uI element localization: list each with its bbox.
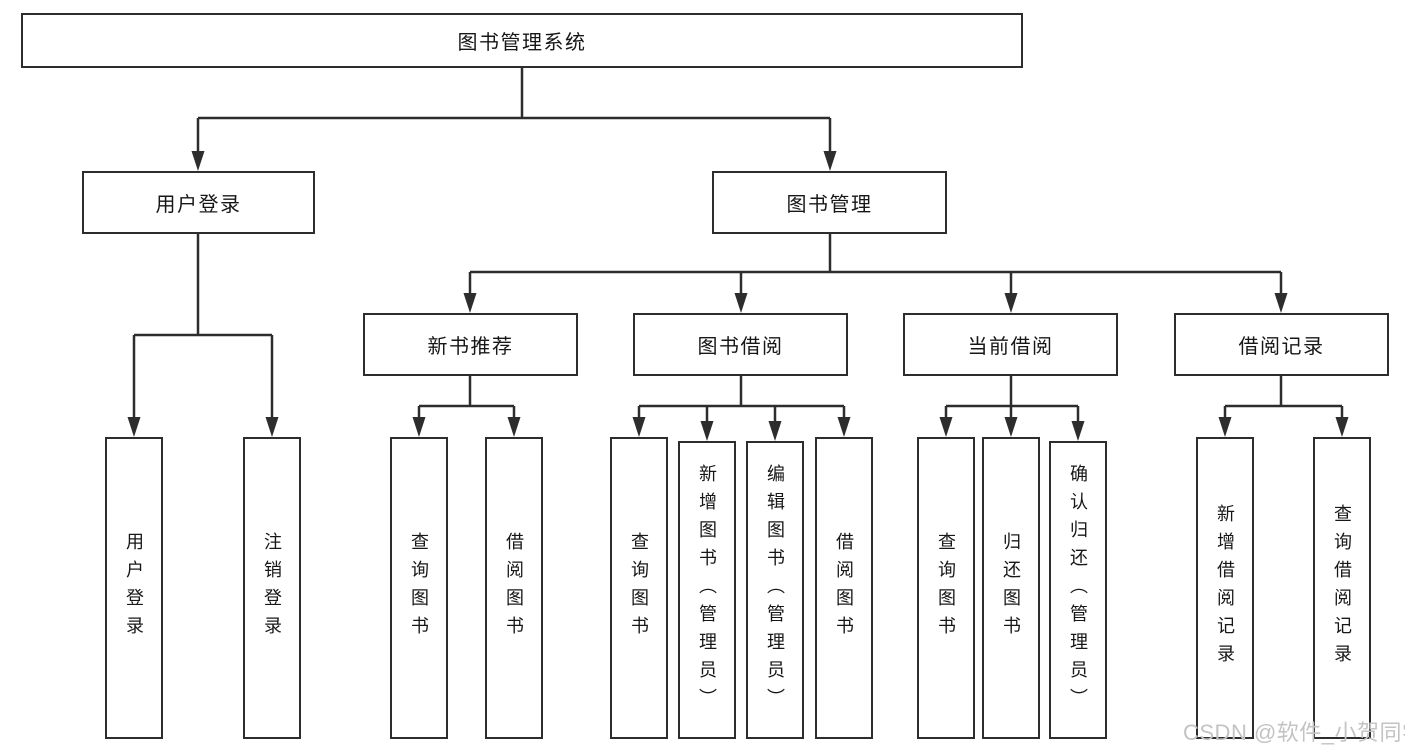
- node-borrowing-records: 借阅记录: [1174, 313, 1389, 376]
- node-current-borrowing: 当前借阅: [903, 313, 1118, 376]
- node-user-login: 用户登录: [82, 171, 315, 234]
- node-book-borrowing: 图书借阅: [633, 313, 848, 376]
- leaf-borrow-books: 借阅图书: [815, 437, 873, 739]
- leaf-confirm-return-admin: 确认归还（管理员）: [1049, 441, 1107, 739]
- watermark: CSDN @软件_小贺同学: [1183, 720, 1405, 745]
- node-library-management-system: 图书管理系统: [21, 13, 1023, 68]
- leaf-user-login: 用户登录: [105, 437, 163, 739]
- leaf-add-books-admin: 新增图书（管理员）: [678, 441, 736, 739]
- leaf-return-books: 归还图书: [982, 437, 1040, 739]
- node-new-book-recommendation: 新书推荐: [363, 313, 578, 376]
- leaf-query-books-borrow: 查询图书: [610, 437, 668, 739]
- leaf-query-books-current: 查询图书: [917, 437, 975, 739]
- leaf-borrow-books-recommend: 借阅图书: [485, 437, 543, 739]
- leaf-add-borrow-record: 新增借阅记录: [1196, 437, 1254, 739]
- leaf-logout: 注销登录: [243, 437, 301, 739]
- leaf-query-borrow-record: 查询借阅记录: [1313, 437, 1371, 739]
- leaf-query-books-recommend: 查询图书: [390, 437, 448, 739]
- node-book-management: 图书管理: [712, 171, 947, 234]
- leaf-edit-books-admin: 编辑图书（管理员）: [746, 441, 804, 739]
